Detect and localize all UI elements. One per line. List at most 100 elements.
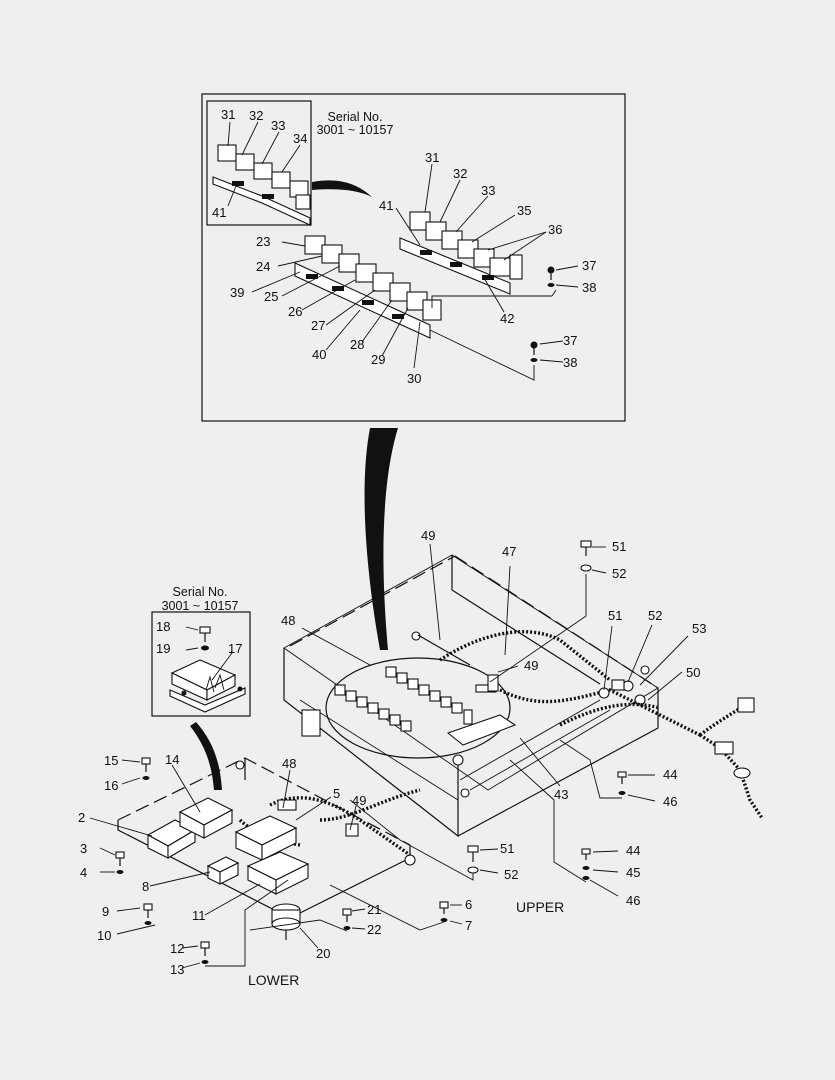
lower-relay-11: [246, 851, 310, 895]
callout-35: 35: [517, 203, 531, 218]
callout-51: 51: [500, 841, 514, 856]
callout-12: 12: [170, 941, 184, 956]
callout-34: 34: [293, 131, 307, 146]
callout-29: 29: [371, 352, 385, 367]
callout-46: 46: [663, 794, 677, 809]
callout-27: 27: [311, 318, 325, 333]
callout-23: 23: [256, 234, 270, 249]
callout-25: 25: [264, 289, 278, 304]
upper-label: UPPER: [516, 899, 564, 915]
lower-relay-14: [178, 797, 234, 839]
bolt-21-22: [342, 908, 352, 930]
callout-3: 3: [80, 841, 87, 856]
callout-38: 38: [582, 280, 596, 295]
bolt-51-lower: [467, 845, 479, 874]
callout-52: 52: [504, 867, 518, 882]
detail-inset: [201, 93, 626, 422]
main-leaders: [89, 543, 689, 969]
callout-20: 20: [316, 946, 330, 961]
bolt-3-4: [115, 851, 125, 874]
callout-24: 24: [256, 259, 270, 274]
callout-4: 4: [80, 865, 87, 880]
detail-pointer-swoosh: [364, 428, 398, 650]
callout-52: 52: [648, 608, 662, 623]
relay-bank-right: [399, 211, 523, 295]
bolt-51-top: [580, 540, 592, 572]
callout-40: 40: [312, 347, 326, 362]
callout-41: 41: [212, 205, 226, 220]
callout-39: 39: [230, 285, 244, 300]
callout-42: 42: [500, 311, 514, 326]
lower-buzzer-20: [271, 903, 301, 940]
harness-connector-mid: [714, 741, 734, 755]
callout-32: 32: [249, 108, 263, 123]
callout-36: 36: [548, 222, 562, 237]
callout-49: 49: [421, 528, 435, 543]
lower-bolts: [115, 757, 449, 964]
inset-small-relay-group: [212, 144, 311, 226]
callout-37: 37: [582, 258, 596, 273]
callout-9: 9: [102, 904, 109, 919]
callout-17: 17: [228, 641, 242, 656]
inset-bolt-lower: [530, 341, 538, 362]
upper-bolts: [467, 540, 627, 880]
callout-15: 15: [104, 753, 118, 768]
callout-21: 21: [367, 902, 381, 917]
callout-51: 51: [608, 608, 622, 623]
bolt-12-13: [200, 941, 210, 964]
callout-48: 48: [281, 613, 295, 628]
callout-44: 44: [626, 843, 640, 858]
callout-26: 26: [288, 304, 302, 319]
callout-44: 44: [663, 767, 677, 782]
callout-45: 45: [626, 865, 640, 880]
serial-label-line1: Serial No.: [173, 585, 228, 599]
serial-label-line2: 3001 ~ 10157: [162, 599, 239, 613]
callout-48: 48: [282, 756, 296, 771]
callout-43: 43: [554, 787, 568, 802]
bolt-44-lower: [581, 848, 591, 880]
bolt-44-upper: [617, 771, 627, 795]
callout-8: 8: [142, 879, 149, 894]
callout-11: 11: [192, 908, 206, 923]
relay-bank-left: [294, 235, 442, 339]
callout-19: 19: [156, 641, 170, 656]
callout-28: 28: [350, 337, 364, 352]
bolt-15-16: [141, 757, 151, 780]
bolt-9-10: [143, 903, 153, 925]
callout-49: 49: [352, 793, 366, 808]
callout-32: 32: [453, 166, 467, 181]
lower-label: LOWER: [248, 972, 299, 988]
inset-leaders: [227, 121, 579, 381]
callout-14: 14: [165, 752, 179, 767]
inset-bolt-upper: [547, 266, 555, 287]
callout-51: 51: [612, 539, 626, 554]
upper-harness: [417, 630, 764, 819]
callout-49: 49: [524, 658, 538, 673]
harness-connector-end: [737, 697, 755, 713]
callout-16: 16: [104, 778, 118, 793]
callout-53: 53: [692, 621, 706, 636]
callout-50: 50: [686, 665, 700, 680]
callout-labels: 31 32 33 34 41 31 32 33 35 36 41 37 38 4…: [78, 107, 706, 977]
inset-serial-label-line2: 3001 ~ 10157: [317, 123, 394, 137]
lower-box: [117, 757, 421, 940]
callout-22: 22: [367, 922, 381, 937]
callout-33: 33: [481, 183, 495, 198]
bolt-6-7: [439, 901, 449, 922]
callout-7: 7: [465, 918, 472, 933]
callout-33: 33: [271, 118, 285, 133]
callout-2: 2: [78, 810, 85, 825]
lower-serial-box: [151, 611, 251, 717]
lower-relay-8: [206, 856, 240, 885]
upper-box: [283, 554, 659, 838]
callout-31: 31: [425, 150, 439, 165]
callout-13: 13: [170, 962, 184, 977]
callout-30: 30: [407, 371, 421, 386]
callout-41: 41: [379, 198, 393, 213]
callout-38: 38: [563, 355, 577, 370]
lower-pointer-swoosh: [190, 722, 222, 790]
callout-18: 18: [156, 619, 170, 634]
callout-37: 37: [563, 333, 577, 348]
callout-5: 5: [333, 786, 340, 801]
